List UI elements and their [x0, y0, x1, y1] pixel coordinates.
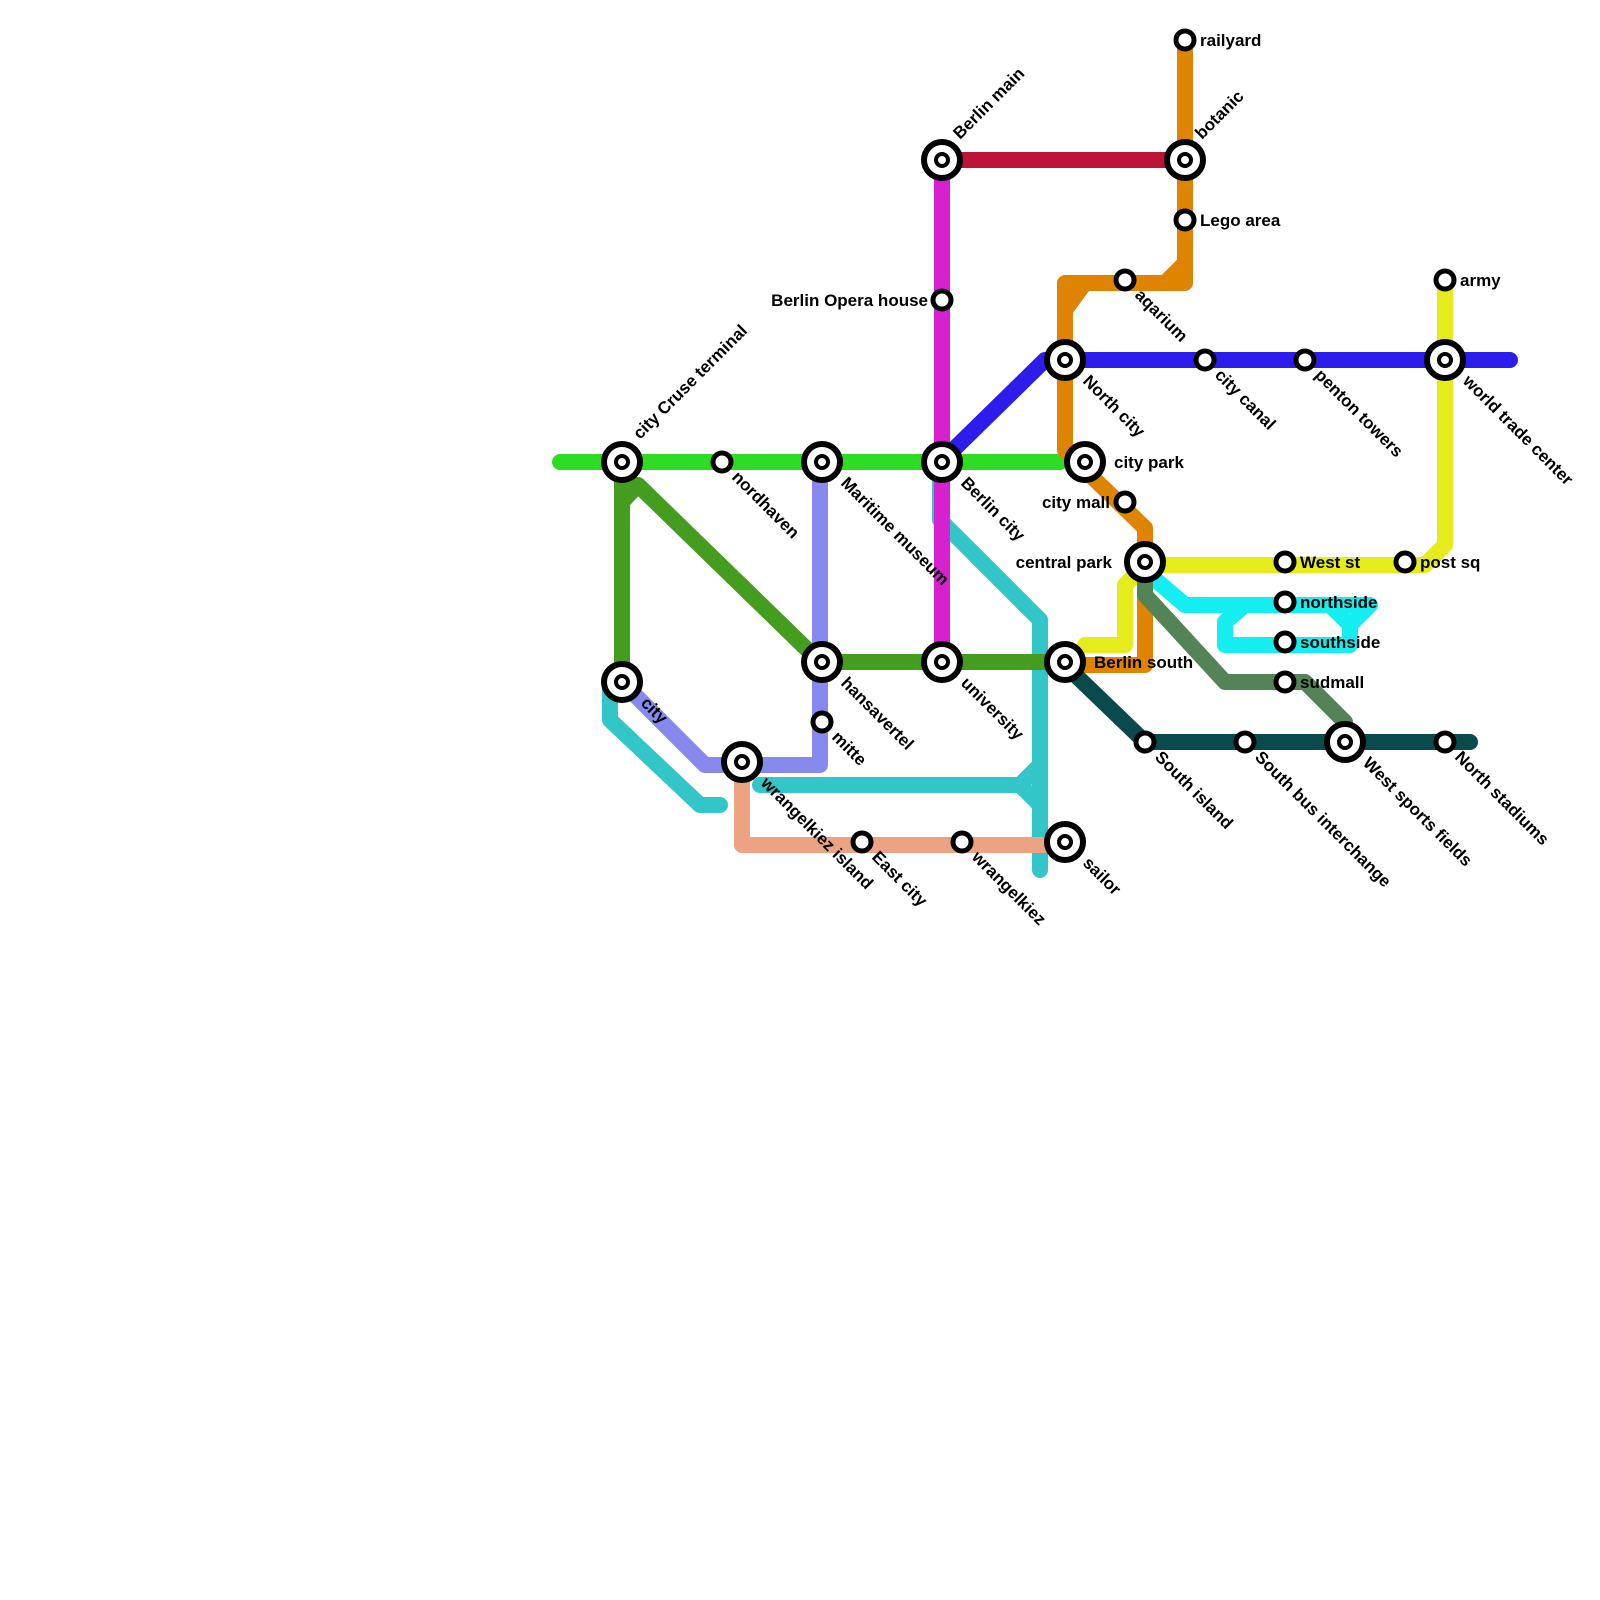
station-hansavertel-marker [801, 641, 843, 683]
station-aqarium-label: aqarium [1131, 285, 1191, 345]
station-railyard-label: railyard [1200, 31, 1261, 50]
station-penton-towers-label: penton towers [1311, 365, 1407, 461]
station-mitte-marker [810, 710, 834, 734]
station-berlin-main-marker [921, 139, 963, 181]
station-lego-area-marker [1173, 208, 1197, 232]
station-north-city-label: North city [1079, 371, 1149, 441]
station-berlin-city-marker [921, 441, 963, 483]
station-botanic-marker [1164, 139, 1206, 181]
station-berlin-south-label: Berlin south [1094, 653, 1193, 672]
station-army-marker [1433, 268, 1457, 292]
station-nordhaven-label: nordhaven [728, 467, 803, 542]
station-city-cruse-terminal-marker [601, 441, 643, 483]
station-university-marker [921, 641, 963, 683]
station-sailor-marker [1044, 821, 1086, 863]
station-southside-label: southside [1300, 633, 1380, 652]
station-north-city-marker [1044, 339, 1086, 381]
station-berlin-opera-house-marker [930, 288, 954, 312]
teal-line [602, 672, 728, 813]
station-city-park-marker [1064, 441, 1106, 483]
station-university-label: university [957, 673, 1028, 744]
orange-line [1057, 275, 1093, 318]
station-northside-marker [1273, 590, 1297, 614]
station-sudmall-marker [1273, 670, 1297, 694]
station-central-park-marker [1124, 541, 1166, 583]
station-south-island-label: South island [1151, 747, 1237, 833]
station-city-mall-label: city mall [1042, 493, 1110, 512]
station-east-city-label: East city [868, 847, 931, 910]
station-city-cruse-terminal-label: city Cruse terminal [629, 321, 751, 443]
station-west-sports-fields-marker [1324, 721, 1366, 763]
station-wrangelkiez-island-marker [721, 741, 763, 783]
station-sudmall-label: sudmall [1300, 673, 1364, 692]
station-botanic-label: botanic [1191, 87, 1247, 143]
station-berlin-city-label: Berlin city [957, 473, 1029, 545]
yellow-line [1137, 277, 1453, 573]
salmon-line [734, 757, 1058, 853]
station-northside-label: northside [1300, 593, 1377, 612]
station-maritime-museum-marker [801, 441, 843, 483]
station-city-canal-marker [1193, 348, 1217, 372]
station-central-park-label: central park [1016, 553, 1113, 572]
station-city-park-label: city park [1114, 453, 1184, 472]
station-nordhaven-marker [710, 450, 734, 474]
station-west-sports-fields-label: West sports fields [1359, 753, 1476, 870]
station-north-stadiums-marker [1433, 730, 1457, 754]
station-penton-towers-marker [1293, 348, 1317, 372]
station-berlin-main-label: Berlin main [949, 64, 1028, 143]
cyan-line [1322, 597, 1358, 633]
station-city-mall-marker [1113, 490, 1137, 514]
station-berlin-opera-house-label: Berlin Opera house [771, 291, 928, 310]
station-world-trade-center-marker [1424, 339, 1466, 381]
station-east-city-marker [850, 830, 874, 854]
station-southside-marker [1273, 630, 1297, 654]
station-aqarium-marker [1113, 268, 1137, 292]
station-city-canal-label: city canal [1211, 365, 1279, 433]
sage-line [1137, 567, 1353, 730]
station-railyard-marker [1173, 28, 1197, 52]
station-wrangelkiez-marker [950, 830, 974, 854]
station-west-st-marker [1273, 550, 1297, 574]
station-lego-area-label: Lego area [1200, 211, 1281, 230]
station-south-bus-interchange-marker [1233, 730, 1257, 754]
teal-line [1012, 777, 1048, 813]
station-berlin-south-marker [1044, 641, 1086, 683]
station-sailor-label: sailor [1079, 853, 1125, 899]
station-post-sq-marker [1393, 550, 1417, 574]
station-south-island-marker [1133, 730, 1157, 754]
station-north-stadiums-label: North stadiums [1451, 747, 1553, 849]
station-mitte-label: mitte [828, 727, 870, 769]
orange-line [1157, 255, 1193, 291]
station-world-trade-center-label: world trade center [1458, 371, 1577, 490]
station-city-marker [601, 661, 643, 703]
station-army-label: army [1460, 271, 1501, 290]
station-post-sq-label: post sq [1420, 553, 1480, 572]
cyan-line [1142, 567, 1378, 653]
station-west-st-label: West st [1300, 553, 1360, 572]
